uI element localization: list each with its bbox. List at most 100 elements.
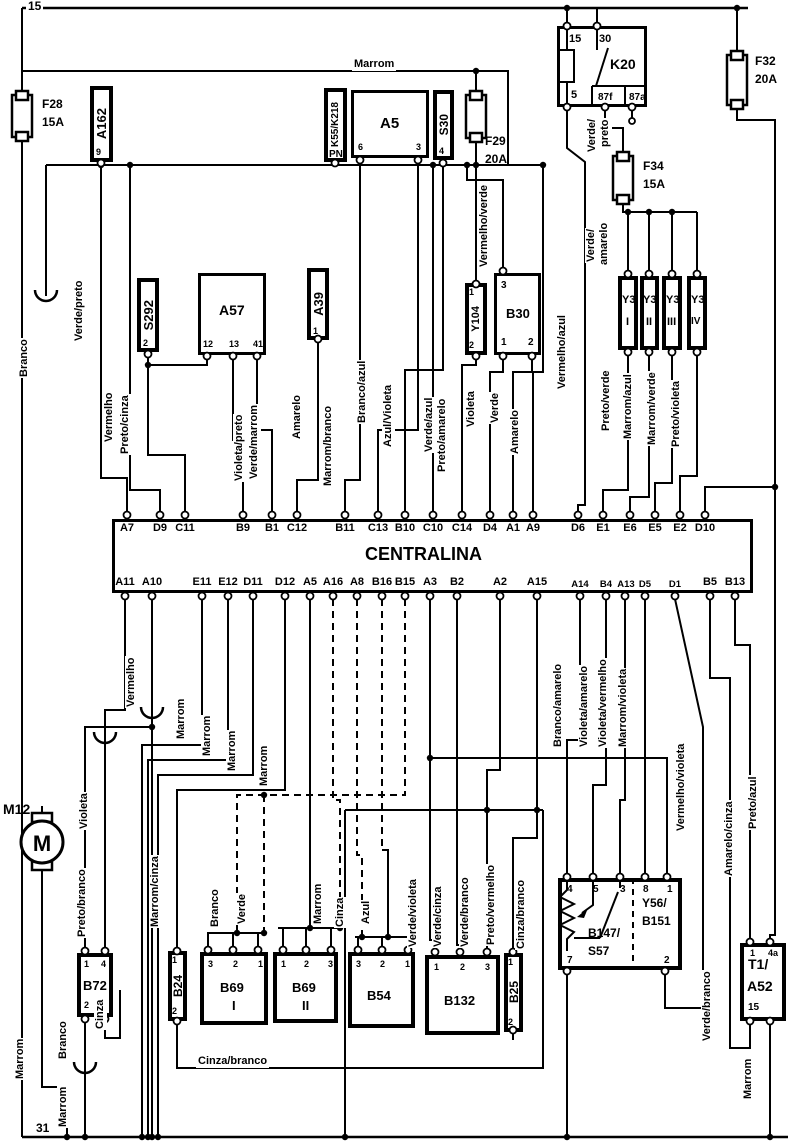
- centralina-box: CENTRALINA: [112, 519, 753, 593]
- pin-B11: B11: [335, 522, 355, 534]
- pin-E5: E5: [648, 522, 662, 534]
- ground-clamp-icons: [33, 289, 165, 1075]
- f34-rating: 15A: [641, 177, 668, 191]
- wire-label: Verde/: [586, 117, 599, 153]
- wire-label: Branco: [57, 1020, 70, 1060]
- centralina-title: CENTRALINA: [365, 544, 482, 564]
- pin-C14: C14: [451, 522, 473, 534]
- pin-A2: A2: [492, 576, 508, 588]
- fuse-f28: [10, 89, 34, 143]
- motor-icon: M: [19, 811, 65, 872]
- wire-label: Violeta/vermelho: [597, 658, 610, 748]
- wire-label: Verde/amarelo: [0, 307, 3, 385]
- wire-label: Verde/violeta: [407, 878, 420, 948]
- pin-D10: D10: [694, 522, 716, 534]
- rail-15-label: 15: [26, 0, 44, 13]
- wire-label: amarelo: [598, 221, 611, 266]
- wire-label: Azul: [360, 899, 373, 925]
- wire-label: Marrom: [14, 1037, 27, 1080]
- component-b69-2: 1 2 3 B69 II: [273, 952, 338, 1023]
- pin-B10: B10: [394, 522, 416, 534]
- y104-pin2: 2: [469, 340, 475, 350]
- f29-rating: 20A: [483, 152, 510, 166]
- pin-C12: C12: [286, 522, 308, 534]
- wire-label: Marrom/cinza: [149, 855, 162, 928]
- b24-pin2: 2: [172, 1006, 178, 1016]
- wire-label: Violeta: [78, 792, 91, 830]
- wire-label: Verde/azul: [423, 396, 436, 453]
- b25-pin2: 2: [508, 1017, 514, 1027]
- k55-pin-pn: PN: [329, 149, 343, 160]
- wire-label: Preto/verde: [600, 369, 613, 432]
- pin-A16: A16: [322, 576, 344, 588]
- wire-label: Preto/azul: [747, 775, 760, 830]
- pin-C13: C13: [367, 522, 389, 534]
- y104-pin1: 1: [469, 287, 475, 297]
- pin-B5: B5: [702, 576, 718, 588]
- wire-label: Preto/violeta: [670, 379, 683, 448]
- pin-A13: A13: [617, 579, 635, 590]
- component-b147-y56: 4 5 3 8 1 B147/ S57 Y56/ B151 7 2: [558, 878, 682, 970]
- pin-E6: E6: [623, 522, 637, 534]
- pin-D1: D1: [668, 579, 682, 590]
- wire-label: Marrom: [201, 714, 214, 757]
- pin-D9: D9: [152, 522, 168, 534]
- pin-E12: E12: [218, 576, 238, 588]
- component-b132: 1 2 3 B132: [425, 955, 500, 1035]
- pin-C10: C10: [422, 522, 444, 534]
- wire-label: Preto/branco: [76, 868, 89, 938]
- pin-E11: E11: [192, 576, 212, 588]
- wire-label: Amarelo: [509, 408, 522, 455]
- wire-label: Branco: [18, 338, 31, 378]
- component-s30: S30: [433, 90, 454, 160]
- pin-D6: D6: [570, 522, 586, 534]
- m12-label: M12: [1, 801, 33, 817]
- wire-label: Amarelo/cinza: [723, 800, 736, 877]
- a39-pin1: 1: [313, 326, 319, 336]
- pin-B15: B15: [394, 576, 416, 588]
- wire-label-marrom-t1: Marrom: [742, 1057, 755, 1100]
- pin-D5: D5: [638, 579, 652, 590]
- b24-pin1: 1: [172, 955, 178, 965]
- pin-B2: B2: [449, 576, 465, 588]
- wire-label: Vermelho/violeta: [675, 742, 688, 832]
- a162-pin9: 9: [96, 147, 102, 157]
- wire-label: Verde/branco: [701, 970, 714, 1042]
- wire-label: Cinza/branco: [196, 1055, 270, 1068]
- fuse-f29: [464, 89, 488, 144]
- wire-label: Vermelho: [125, 656, 138, 708]
- f28-label: F28: [40, 97, 65, 111]
- pin-A10: A10: [141, 576, 163, 588]
- component-b30: 3 B30 1 2: [494, 273, 541, 355]
- wire-label: Marrom: [226, 729, 239, 772]
- wire-label: Marrom: [175, 697, 188, 740]
- wire-label: Marrom: [312, 882, 325, 925]
- pin-B16: B16: [371, 576, 393, 588]
- wire-label: Verde/branco: [459, 876, 472, 948]
- wire-label: Vermelho: [103, 391, 116, 443]
- component-y3-2: Y3 II: [640, 276, 659, 350]
- pin-A9: A9: [525, 522, 541, 534]
- pin-A8: A8: [349, 576, 365, 588]
- wire-label: Violeta/preto: [233, 413, 246, 482]
- f34-label: F34: [641, 159, 666, 173]
- wire-label: Verde: [489, 392, 502, 424]
- pin-B9: B9: [235, 522, 251, 534]
- fuse-f34: [611, 150, 635, 206]
- f32-rating: 20A: [753, 72, 780, 86]
- wire-label: Marrom/branco: [322, 404, 335, 487]
- wire-label: Marrom: [57, 1085, 70, 1128]
- wire-label: Branco/azul: [356, 359, 369, 424]
- wire-label: Verde/: [585, 227, 598, 263]
- pin-B4: B4: [599, 579, 613, 590]
- pin-A3: A3: [422, 576, 438, 588]
- wire-label: Verde/marrom: [248, 404, 261, 480]
- wire-label: Preto/amarelo: [436, 397, 449, 473]
- pin-A1: A1: [505, 522, 521, 534]
- f28-rating: 15A: [40, 115, 67, 129]
- wire-label: Azul/Violeta: [382, 383, 395, 448]
- wire-label: Preto/vermelho: [485, 863, 498, 946]
- pin-A7: A7: [119, 522, 135, 534]
- s30-pin4: 4: [439, 146, 445, 156]
